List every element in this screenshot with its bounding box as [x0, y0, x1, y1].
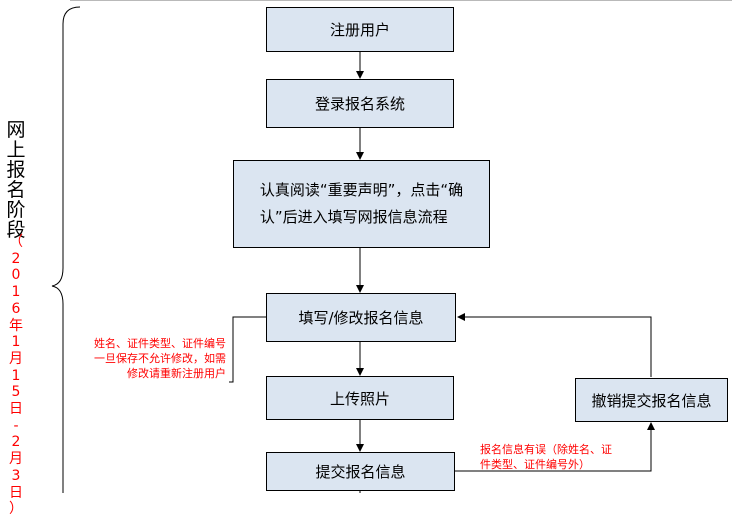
arrow-submit-revoke: [455, 422, 655, 472]
step-revoke-submission: 撤销提交报名信息: [575, 378, 728, 422]
stage-title: 网 上 报 名 阶 段: [6, 119, 26, 241]
step-fill-modify: 填写/修改报名信息: [266, 293, 456, 342]
note-locked-fields: 姓名、证件类型、证件编号 一旦保存不允许修改，如需 修改请重新注册用户: [94, 337, 226, 380]
step-login: 登录报名系统: [266, 79, 454, 128]
step-read-line2: 认”后进入填写网报信息流程: [259, 208, 448, 226]
step-submit: 提交报名信息: [266, 452, 455, 491]
step-upload-photo: 上传照片: [266, 376, 454, 420]
stage-brace: [51, 6, 81, 493]
step-read-line1: 认真阅读“重要声明”，点击“确: [259, 181, 464, 199]
stage-dates: （ 2 0 1 6 年 1 月 1 5 日 - 2 月 3 日 ）: [9, 234, 23, 518]
flow-connectors: [51, 6, 655, 493]
note-bracket: [229, 316, 266, 383]
step-read-declaration: 认真阅读“重要声明”，点击“确 认”后进入填写网报信息流程: [233, 160, 490, 248]
step-register: 注册用户: [266, 7, 454, 52]
top-divider: [70, 0, 732, 1]
arrow-revoke-fill: [457, 313, 652, 377]
note-info-error: 报名信息有误（除姓名、证 件类型、证件编号外）: [480, 443, 612, 471]
